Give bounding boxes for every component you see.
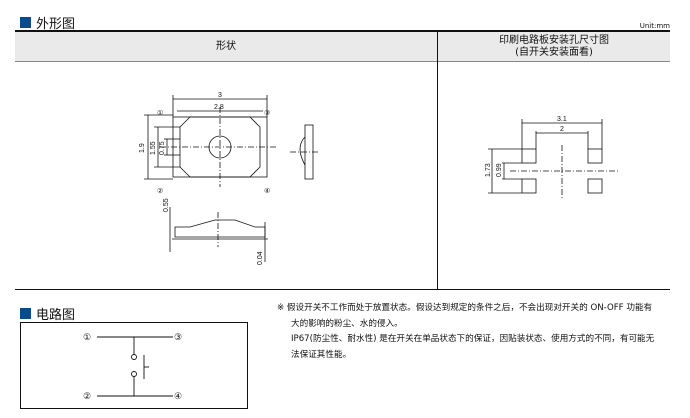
note-line-4: 法保证其性能。 [291, 349, 352, 360]
col-pcb-line2: (自开关安装面看) [515, 46, 593, 58]
dim-h-inner: 0.75 [159, 141, 166, 155]
shape-drawing: 3 2.8 1.9 1.55 0.75 ① ② ③ ④ 0.55 0.04 [139, 92, 320, 265]
outline-section-title: 外形图 [20, 13, 75, 32]
dim-t1: 0.55 [163, 198, 170, 212]
unit-label: Unit:mm [639, 22, 670, 30]
table-header: 形状 印刷电路板安装孔尺寸图 (自开关安装面看) [15, 32, 670, 62]
dim-w-inner: 2.8 [214, 104, 224, 111]
outline-table: 形状 印刷电路板安装孔尺寸图 (自开关安装面看) 3 2.8 1.9 1.55 … [15, 30, 670, 290]
circuit-pin-3: ③ [174, 332, 182, 342]
circuit-pin-2: ② [83, 391, 91, 401]
col-pcb: 印刷电路板安装孔尺寸图 (自开关安装面看) [438, 32, 670, 61]
column-divider [437, 32, 438, 289]
pcb-dim-h-outer: 1.73 [485, 163, 492, 177]
dim-t2: 0.04 [257, 251, 264, 265]
circuit-title-text: 电路图 [36, 308, 76, 323]
col-shape: 形状 [216, 40, 236, 52]
note-line-1: ※ 假设开关不工作而处于放置状态。假设达到规定的条件之后，不会出现对开关的 ON… [277, 303, 653, 313]
outline-title-text: 外形图 [36, 17, 76, 32]
dim-h-mid: 1.55 [150, 141, 157, 155]
pin-1-label: ① [157, 109, 163, 117]
pin-3-label: ③ [264, 109, 270, 117]
circuit-diagram: ① ② ③ ④ [20, 322, 248, 409]
dim-h-outer: 1.9 [139, 143, 146, 153]
pcb-drawing: 3.1 2 1.73 0.99 [485, 116, 620, 199]
dim-w-outer: 3 [218, 92, 222, 99]
pin-4-label: ④ [264, 187, 270, 195]
pcb-dim-h-inner: 0.99 [496, 163, 503, 177]
pcb-dim-w-outer: 3.1 [557, 116, 567, 123]
note-line-3: IP67(防尘性、耐水性) 是在开关在单品状态下的保证，因贴装状态、使用方式的不… [291, 334, 655, 344]
section-marker [20, 17, 31, 28]
section-marker [20, 308, 31, 319]
pcb-dim-w-inner: 2 [560, 126, 564, 133]
circuit-pin-1: ① [83, 332, 91, 342]
circuit-pin-4: ④ [174, 391, 182, 401]
col-pcb-line1: 印刷电路板安装孔尺寸图 [499, 34, 609, 46]
circuit-section-title: 电路图 [20, 304, 75, 323]
pin-2-label: ② [157, 187, 163, 195]
note-line-2: 大的影响的粉尘、水的侵入。 [291, 318, 403, 329]
notes: ※ 假设开关不工作而处于放置状态。假设达到规定的条件之后，不会出现对开关的 ON… [277, 301, 677, 363]
